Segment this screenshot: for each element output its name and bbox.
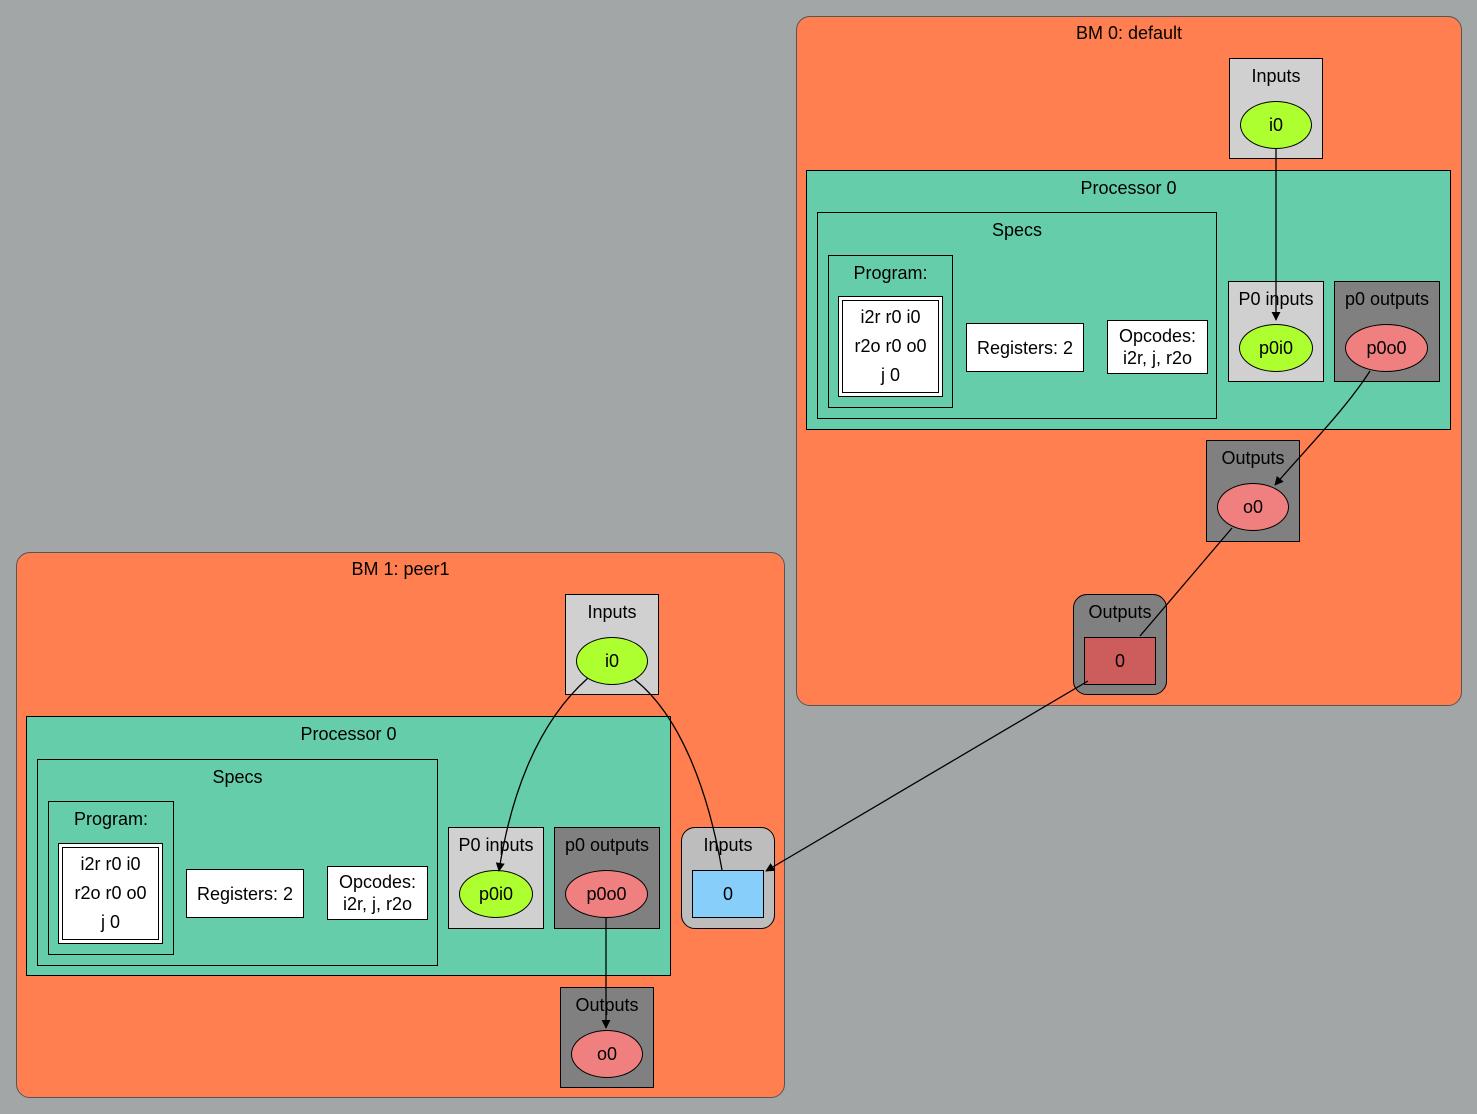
bm1-inputs-title: Inputs	[587, 602, 637, 622]
bm0-input-node-i0[interactable]: i0	[1240, 101, 1312, 149]
bm0-opcodes-box[interactable]: Opcodes: i2r, j, r2o	[1107, 320, 1208, 374]
bm0-opcodes-list: i2r, j, r2o	[1122, 348, 1193, 368]
bm1-p0-output-node[interactable]: p0o0	[565, 870, 648, 918]
bm0-inputs-title: Inputs	[1251, 66, 1301, 86]
bm1-opcodes-label: Opcodes:	[338, 872, 417, 892]
bm1-output-node-o0[interactable]: o0	[571, 1030, 643, 1078]
bm1-route-inputs-title: Inputs	[703, 835, 753, 855]
bm1-p0-input-node[interactable]: p0i0	[459, 870, 533, 918]
bm0-p0-outputs-title: p0 outputs	[1344, 289, 1430, 309]
bm0-p0-input-node[interactable]: p0i0	[1239, 324, 1313, 372]
bm0-p0-output-node[interactable]: p0o0	[1345, 324, 1428, 372]
bm0-program-line-3: j 0	[880, 365, 900, 385]
bm1-registers-box[interactable]: Registers: 2	[186, 869, 304, 918]
bm1-program-line-1: i2r r0 i0	[80, 854, 141, 874]
bm0-specs-title: Specs	[991, 220, 1043, 240]
bm1-program-line-3: j 0	[100, 912, 120, 932]
edge-bm0-route-out-to-bm1-route-in	[765, 680, 1089, 872]
bm1-program-line-2: r2o r0 o0	[74, 883, 147, 903]
bm1-program-title: Program:	[73, 809, 149, 829]
bm0-output-node-o0[interactable]: o0	[1217, 483, 1289, 531]
bm0-outputs-title: Outputs	[1221, 448, 1285, 468]
bm1-route-input-node[interactable]: 0	[692, 870, 764, 918]
bm0-route-outputs-title: Outputs	[1088, 602, 1152, 622]
bm1-outputs-title: Outputs	[575, 995, 639, 1015]
bm1-input-node-i0[interactable]: i0	[576, 637, 648, 685]
bm1-processor-title: Processor 0	[300, 724, 397, 744]
bm1-title: BM 1: peer1	[351, 559, 450, 579]
bm0-opcodes-label: Opcodes:	[1118, 326, 1197, 346]
bm0-p0-inputs-title: P0 inputs	[1238, 289, 1314, 309]
bm0-program-title: Program:	[853, 263, 928, 283]
bm0-program-line-2: r2o r0 o0	[854, 336, 927, 356]
bm1-specs-title: Specs	[212, 767, 263, 787]
bm1-opcodes-list: i2r, j, r2o	[342, 894, 413, 914]
bm1-p0-outputs-title: p0 outputs	[564, 835, 650, 855]
bm0-program-line-1: i2r r0 i0	[860, 307, 921, 327]
bm1-program-listing[interactable]: i2r r0 i0 r2o r0 o0 j 0	[58, 843, 163, 944]
bm0-processor-title: Processor 0	[1080, 178, 1177, 198]
bm0-route-output-node[interactable]: 0	[1084, 637, 1156, 685]
bm1-opcodes-box[interactable]: Opcodes: i2r, j, r2o	[327, 866, 428, 920]
bm0-title: BM 0: default	[1075, 23, 1183, 43]
bm1-p0-inputs-title: P0 inputs	[458, 835, 534, 855]
bm0-registers-box[interactable]: Registers: 2	[966, 323, 1084, 372]
bm0-program-listing[interactable]: i2r r0 i0 r2o r0 o0 j 0	[838, 296, 943, 397]
